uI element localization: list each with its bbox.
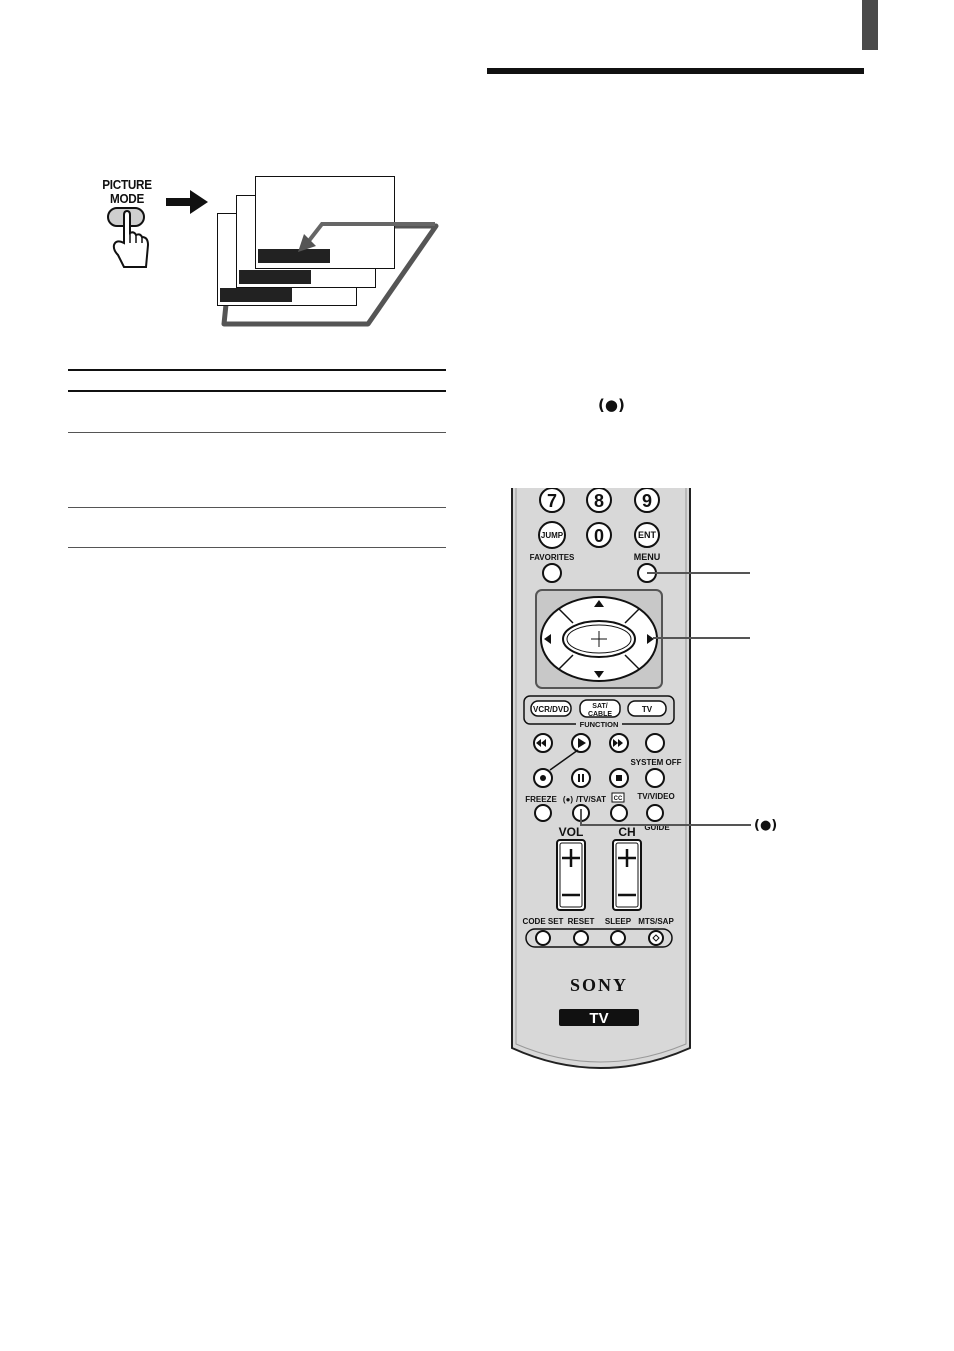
arrow-right-icon (166, 190, 208, 214)
freeze-label: FREEZE (525, 795, 557, 804)
tv-video-label: TV/VIDEO (637, 792, 674, 801)
callout-lines (647, 572, 750, 639)
stop-button[interactable] (609, 768, 629, 788)
mts-sap-button[interactable] (648, 930, 664, 946)
number-key-7[interactable]: 7 (539, 488, 565, 513)
table-top-rule (68, 369, 446, 371)
picture-mode-label: PICTURE MODE (99, 178, 155, 206)
reset-label: RESET (568, 917, 595, 926)
sleep-label: SLEEP (605, 917, 632, 926)
guide-label: GUIDE (644, 823, 670, 832)
number-key-8[interactable]: 8 (586, 488, 612, 513)
function-label: FUNCTION (580, 720, 619, 729)
ent-button[interactable]: ENT (634, 522, 660, 548)
mts-sap-label: MTS/SAP (638, 917, 674, 926)
rewind-button[interactable] (533, 733, 553, 753)
bottom-button-group (525, 928, 673, 948)
tv-sat-symbol-icon: (●) (563, 795, 573, 804)
up-arrow-icon (594, 600, 604, 607)
inline-symbol-icon: (●) (598, 396, 625, 414)
tv-function-button[interactable]: TV (627, 700, 667, 717)
svg-text:CABLE: CABLE (588, 711, 612, 718)
dpad[interactable] (535, 589, 663, 689)
svg-text:7: 7 (547, 491, 557, 511)
sony-logo: SONY (570, 975, 628, 995)
svg-text:0: 0 (594, 526, 604, 546)
left-arrow-icon (544, 634, 551, 644)
mode-screen-bar (239, 270, 311, 284)
pause-button[interactable] (571, 768, 591, 788)
tv-video-button[interactable] (646, 804, 664, 822)
sleep-button[interactable] (610, 930, 626, 946)
mode-screen-bar (258, 249, 330, 263)
svg-text:VCR/DVD: VCR/DVD (533, 705, 569, 714)
table-row-rule (68, 507, 446, 508)
sat-cable-button[interactable]: SAT/ CABLE (579, 699, 621, 718)
tv-badge (559, 1009, 639, 1026)
number-key-9[interactable]: 9 (634, 488, 660, 513)
svg-text:JUMP: JUMP (541, 531, 564, 540)
right-arrow-icon (647, 634, 654, 644)
tv-badge-label: TV (589, 1010, 608, 1027)
favorites-label: FAVORITES (530, 553, 575, 562)
reset-button[interactable] (573, 930, 589, 946)
system-off-label: SYSTEM OFF (630, 758, 681, 767)
pressing-hand-icon (107, 207, 150, 268)
picture-label-line2: MODE (109, 191, 145, 206)
tv-sat-callout-icon: (●) (754, 818, 778, 833)
picture-label-line1: PICTURE (102, 177, 152, 192)
table-header-rule (68, 390, 446, 392)
section-heading-rule (487, 68, 864, 74)
remote-control: 7 8 9 JUMP 0 ENT FAVORITES MENU (511, 488, 691, 1069)
code-set-label: CODE SET (523, 917, 564, 926)
jump-button[interactable]: JUMP (538, 521, 566, 549)
blank-button[interactable] (645, 733, 665, 753)
tv-sat-label: /TV/SAT (576, 795, 606, 804)
play-button[interactable] (571, 733, 591, 753)
cc-icon (611, 792, 625, 803)
svg-text:SAT/: SAT/ (592, 703, 607, 710)
svg-text:8: 8 (594, 491, 604, 511)
freeze-button[interactable] (534, 804, 552, 822)
table-row-rule (68, 432, 446, 433)
cc-label: CC (614, 796, 623, 802)
favorites-button[interactable] (542, 563, 562, 583)
system-off-button[interactable] (645, 768, 665, 788)
cc-button[interactable] (610, 804, 628, 822)
svg-text:ENT: ENT (638, 530, 657, 540)
vol-label: VOL (559, 825, 584, 839)
record-button[interactable] (533, 768, 553, 788)
volume-rocker[interactable] (556, 839, 586, 911)
fast-forward-button[interactable] (609, 733, 629, 753)
number-key-0[interactable]: 0 (586, 522, 612, 548)
function-label-bg (576, 719, 622, 729)
table-bottom-rule (68, 547, 446, 548)
down-arrow-icon (594, 671, 604, 678)
section-tab-marker (862, 0, 878, 50)
menu-label: MENU (634, 552, 661, 562)
code-set-button[interactable] (535, 930, 551, 946)
ch-label: CH (618, 825, 635, 839)
mode-screen-bar (220, 288, 292, 302)
svg-text:TV: TV (642, 705, 653, 714)
vcr-dvd-button[interactable]: VCR/DVD (530, 700, 572, 717)
channel-rocker[interactable] (612, 839, 642, 911)
svg-text:9: 9 (642, 491, 652, 511)
cycle-arrow-icon (298, 222, 435, 252)
button-divider (549, 749, 579, 771)
tv-sat-callout-line (580, 809, 751, 826)
